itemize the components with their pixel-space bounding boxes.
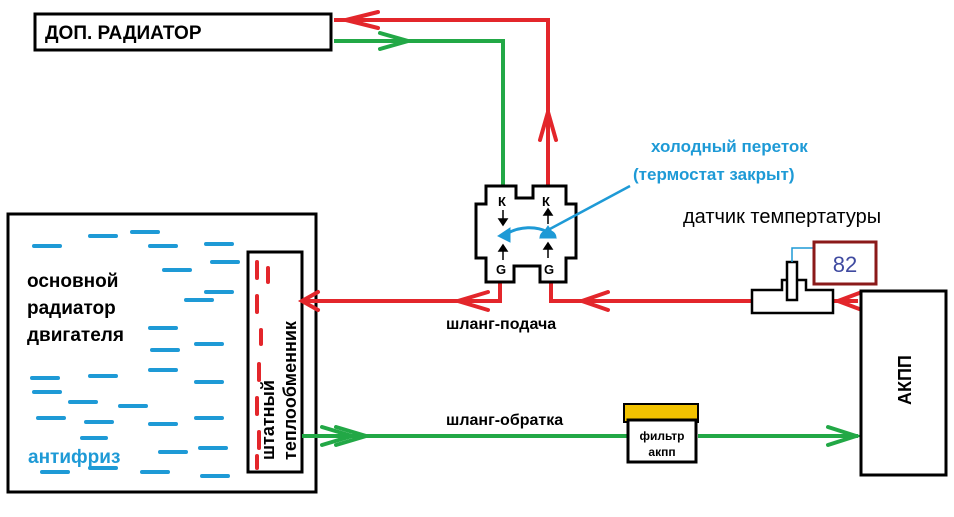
heat-exchanger-label-1: штатный (258, 380, 278, 460)
supply-hose-label: шланг-подача (446, 316, 556, 333)
cold-bypass-flow (497, 225, 557, 243)
filter-label-2: акпп (648, 445, 675, 459)
cold-line (302, 39, 858, 438)
thermostat-port-k-left: К (498, 194, 506, 209)
transmission-filter: фильтр акпп (623, 403, 699, 464)
antifreeze-label: антифриз (28, 447, 120, 468)
main-radiator-label-3: двигателя (27, 325, 124, 346)
temp-sensor-wire (791, 247, 813, 262)
thermostat-port-g-right: G (544, 262, 554, 277)
thermostat-port-g-left: G (496, 262, 506, 277)
cold-bypass-label-1: холодный переток (651, 137, 808, 156)
temp-sensor-label: датчик темпертатуры (683, 206, 881, 228)
cold-bypass-annotation: холодный переток (термостат закрыт) (547, 137, 808, 232)
cold-line-arrows (320, 31, 863, 447)
temperature-sensor: датчик темпертатуры 82 (683, 206, 881, 315)
return-hose-label: шланг-обратка (446, 412, 563, 429)
aux-radiator: ДОП. РАДИАТОР (33, 12, 333, 52)
heat-exchanger-label-2: теплообменник (280, 320, 300, 460)
temp-sensor-probe (785, 260, 799, 302)
cold-bypass-label-2: (термостат закрыт) (633, 165, 794, 184)
aux-radiator-label: ДОП. РАДИАТОР (45, 23, 202, 44)
main-radiator-label-2: радиатор (27, 298, 116, 319)
hot-line (302, 18, 858, 303)
main-radiator-label-1: основной (27, 271, 118, 292)
temp-readout-box (812, 240, 878, 286)
transmission: АКПП (859, 289, 948, 477)
hot-line-arrows (297, 10, 864, 312)
heat-exchanger: штатный теплообменник (246, 250, 304, 474)
transmission-label: АКПП (895, 355, 915, 405)
thermostat-port-k-right: К (542, 194, 550, 209)
filter-label-1: фильтр (639, 429, 684, 443)
cold-bypass-pointer (547, 184, 631, 232)
thermostat-unit: К К G G (474, 184, 578, 284)
filter-body (626, 418, 698, 464)
coolant-dashes (30, 230, 240, 478)
temp-readout-value: 82 (833, 252, 857, 277)
